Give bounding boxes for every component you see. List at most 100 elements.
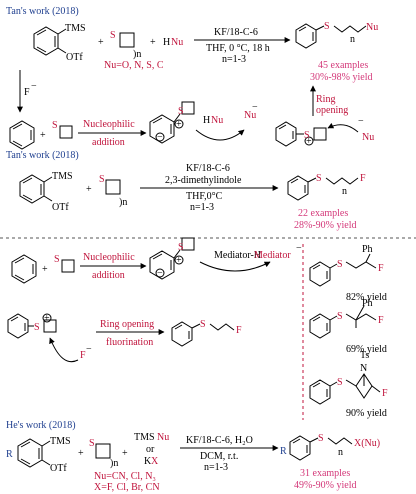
- hnu2-nu: Nu: [211, 115, 223, 126]
- sulfonium-1-s: S: [304, 130, 310, 141]
- nu4: Nu: [157, 432, 169, 443]
- k4: K: [144, 456, 152, 467]
- plus-6: +: [78, 448, 84, 459]
- thietane-n-1: )n: [133, 49, 141, 60]
- zwitterion-1: [149, 101, 195, 144]
- cond1-bot: n=1-3: [222, 54, 246, 65]
- product-col-1: [309, 253, 377, 287]
- ring-open-2: opening: [316, 105, 348, 116]
- hnu-nu: Nu: [171, 37, 183, 48]
- minus-nu: Nu: [244, 110, 256, 121]
- zwitterion-3-s: S: [178, 242, 184, 253]
- fluoride-1-charge: −: [31, 81, 37, 92]
- proton-transfer-arrow: [195, 129, 245, 141]
- hnu2-h: H: [203, 115, 210, 126]
- tms4: TMS: [134, 432, 155, 443]
- product4-x: X(Nu): [354, 438, 380, 449]
- pc3-n: N: [360, 363, 367, 374]
- benzyne-3: [11, 254, 37, 284]
- thietane-n-2: )n: [119, 197, 127, 208]
- product4-s: S: [318, 433, 324, 444]
- cond4-3: n=1-3: [204, 462, 228, 473]
- section4-heading: He's work (2018): [6, 420, 76, 431]
- thietane-4-s: S: [89, 438, 95, 449]
- product4-n: n: [338, 447, 343, 458]
- thietane-n-4: )n: [110, 458, 118, 469]
- cond2-top: KF/18-C-6: [186, 163, 230, 174]
- section2-heading: Tan's work (2018): [6, 150, 79, 161]
- plus-2: +: [150, 37, 156, 48]
- section1-heading: Tan's work (2018): [6, 6, 79, 17]
- x-def-4: X=F, Cl, Br, CN: [94, 482, 160, 493]
- cond1-mid: THF, 0 °C, 18 h: [206, 43, 270, 54]
- examples-4: 31 examples: [300, 468, 350, 479]
- sulfonium-3-s: S: [34, 322, 40, 333]
- product3-f: F: [236, 325, 242, 336]
- product2-f: F: [360, 173, 366, 184]
- step3-label-2: addition: [92, 270, 125, 281]
- sulfonium-3: [7, 313, 57, 339]
- otf-label-2: OTf: [52, 202, 69, 213]
- plus-5: +: [42, 264, 48, 275]
- otf-label-4: OTf: [50, 463, 67, 474]
- product-4: [289, 435, 353, 461]
- nu3: Nu: [362, 132, 374, 143]
- thietane-s-1: S: [110, 30, 116, 41]
- x4: X: [151, 456, 159, 467]
- minus-nu-charge: −: [252, 102, 258, 113]
- nu-def-4: Nu=CN, Cl, N₃: [94, 471, 156, 482]
- product-col-3: [309, 373, 381, 405]
- benzyne-1: [9, 120, 35, 150]
- pc1-s: S: [337, 259, 343, 270]
- zwitterion-1-s: S: [178, 106, 184, 117]
- product1-n: n: [350, 34, 355, 45]
- aryne-precursor-1: [33, 26, 67, 56]
- mediator-h: Mediator-H: [214, 250, 261, 261]
- hnu-h: H: [163, 37, 170, 48]
- thietane-3-s: S: [54, 254, 60, 265]
- cond4-2: DCM, r.t.: [200, 451, 238, 462]
- mediator-arrow: [199, 261, 271, 272]
- examples-2: 22 examples: [298, 208, 348, 219]
- zwitterion-3-minus: −: [157, 268, 163, 279]
- pc3-yield: 90% yield: [346, 408, 387, 419]
- step1-label-1: Nucleophilic: [83, 119, 135, 130]
- pc1-ph: Ph: [362, 244, 373, 255]
- product4-r: R: [280, 446, 287, 457]
- sulfonium-1-plus: +: [306, 136, 312, 147]
- r-group: R: [6, 449, 13, 460]
- plus-3: +: [40, 130, 46, 141]
- thietane-3: [61, 259, 75, 273]
- pc3-s: S: [337, 377, 343, 388]
- yield-4: 49%-90% yield: [294, 480, 357, 491]
- product-2: [287, 175, 359, 201]
- plus-7: +: [122, 448, 128, 459]
- nu-definition: Nu=O, N, S, C: [104, 60, 164, 71]
- mediator: Mediator: [254, 250, 291, 261]
- product-3: [171, 321, 235, 347]
- mediator-charge: −: [296, 243, 302, 254]
- cond1-top: KF/18-C-6: [214, 27, 258, 38]
- tms-label-2: TMS: [52, 171, 73, 182]
- zwitterion-1-minus: −: [157, 132, 163, 143]
- product1-s: S: [324, 21, 330, 32]
- thietane-4: [95, 443, 111, 459]
- thietane-1b: [59, 125, 73, 139]
- fluoride-3-charge: −: [86, 344, 92, 355]
- aryne-precursor-4: [17, 438, 51, 468]
- plus-1: +: [98, 37, 104, 48]
- pc2-ph: Ph: [362, 298, 373, 309]
- fluoride-1: F: [24, 87, 30, 98]
- product-1: [295, 23, 367, 49]
- zwitterion-1-plus: +: [176, 119, 182, 130]
- cond4-top: KF/18-C-6, H₂O: [186, 435, 253, 446]
- product-col-2: [309, 305, 377, 339]
- pc1-yield: 82% yield: [346, 292, 387, 303]
- cond2-4: n=1-3: [190, 202, 214, 213]
- pc1-f: F: [378, 263, 384, 274]
- tms-label-4: TMS: [50, 436, 71, 447]
- aryne-precursor-2: [19, 174, 53, 204]
- cond2-2: 2,3-dimethylindole: [165, 175, 242, 186]
- examples-1: 45 examples: [318, 60, 368, 71]
